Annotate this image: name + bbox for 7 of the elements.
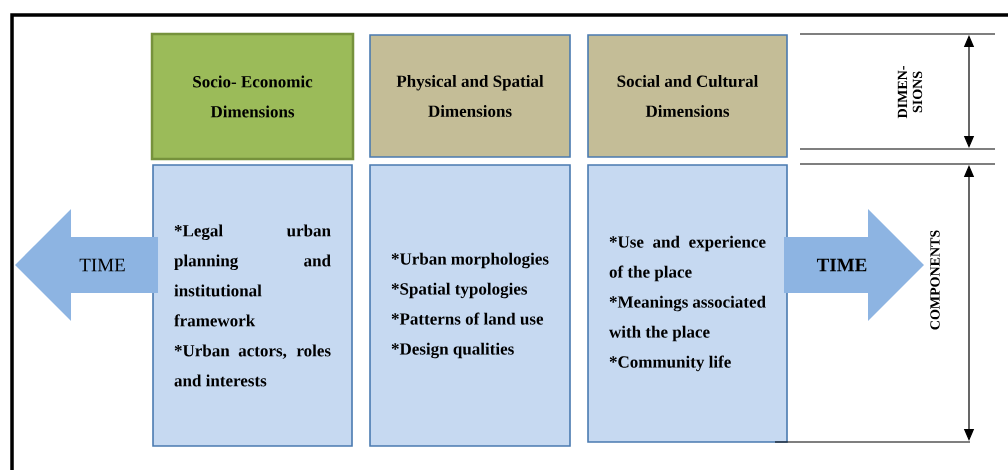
dimension-header-box: Physical and Spatial Dimensions	[369, 34, 571, 158]
component-box: *Legal urban planning and institutional framework *Urban actors, roles and interests	[152, 164, 353, 447]
component-box: *Use and experience of the place *Meanings associated with the place *Community life	[587, 164, 788, 443]
dimension-header-box: Socio- Economic Dimensions	[150, 32, 355, 161]
dimension-label: DIMEN- SIONS	[897, 66, 923, 119]
dimension-header-box: Social and Cultural Dimensions	[587, 34, 788, 158]
component-box: *Urban morphologies *Spatial typologies *Patterns of land use *Design qualities	[369, 164, 571, 447]
